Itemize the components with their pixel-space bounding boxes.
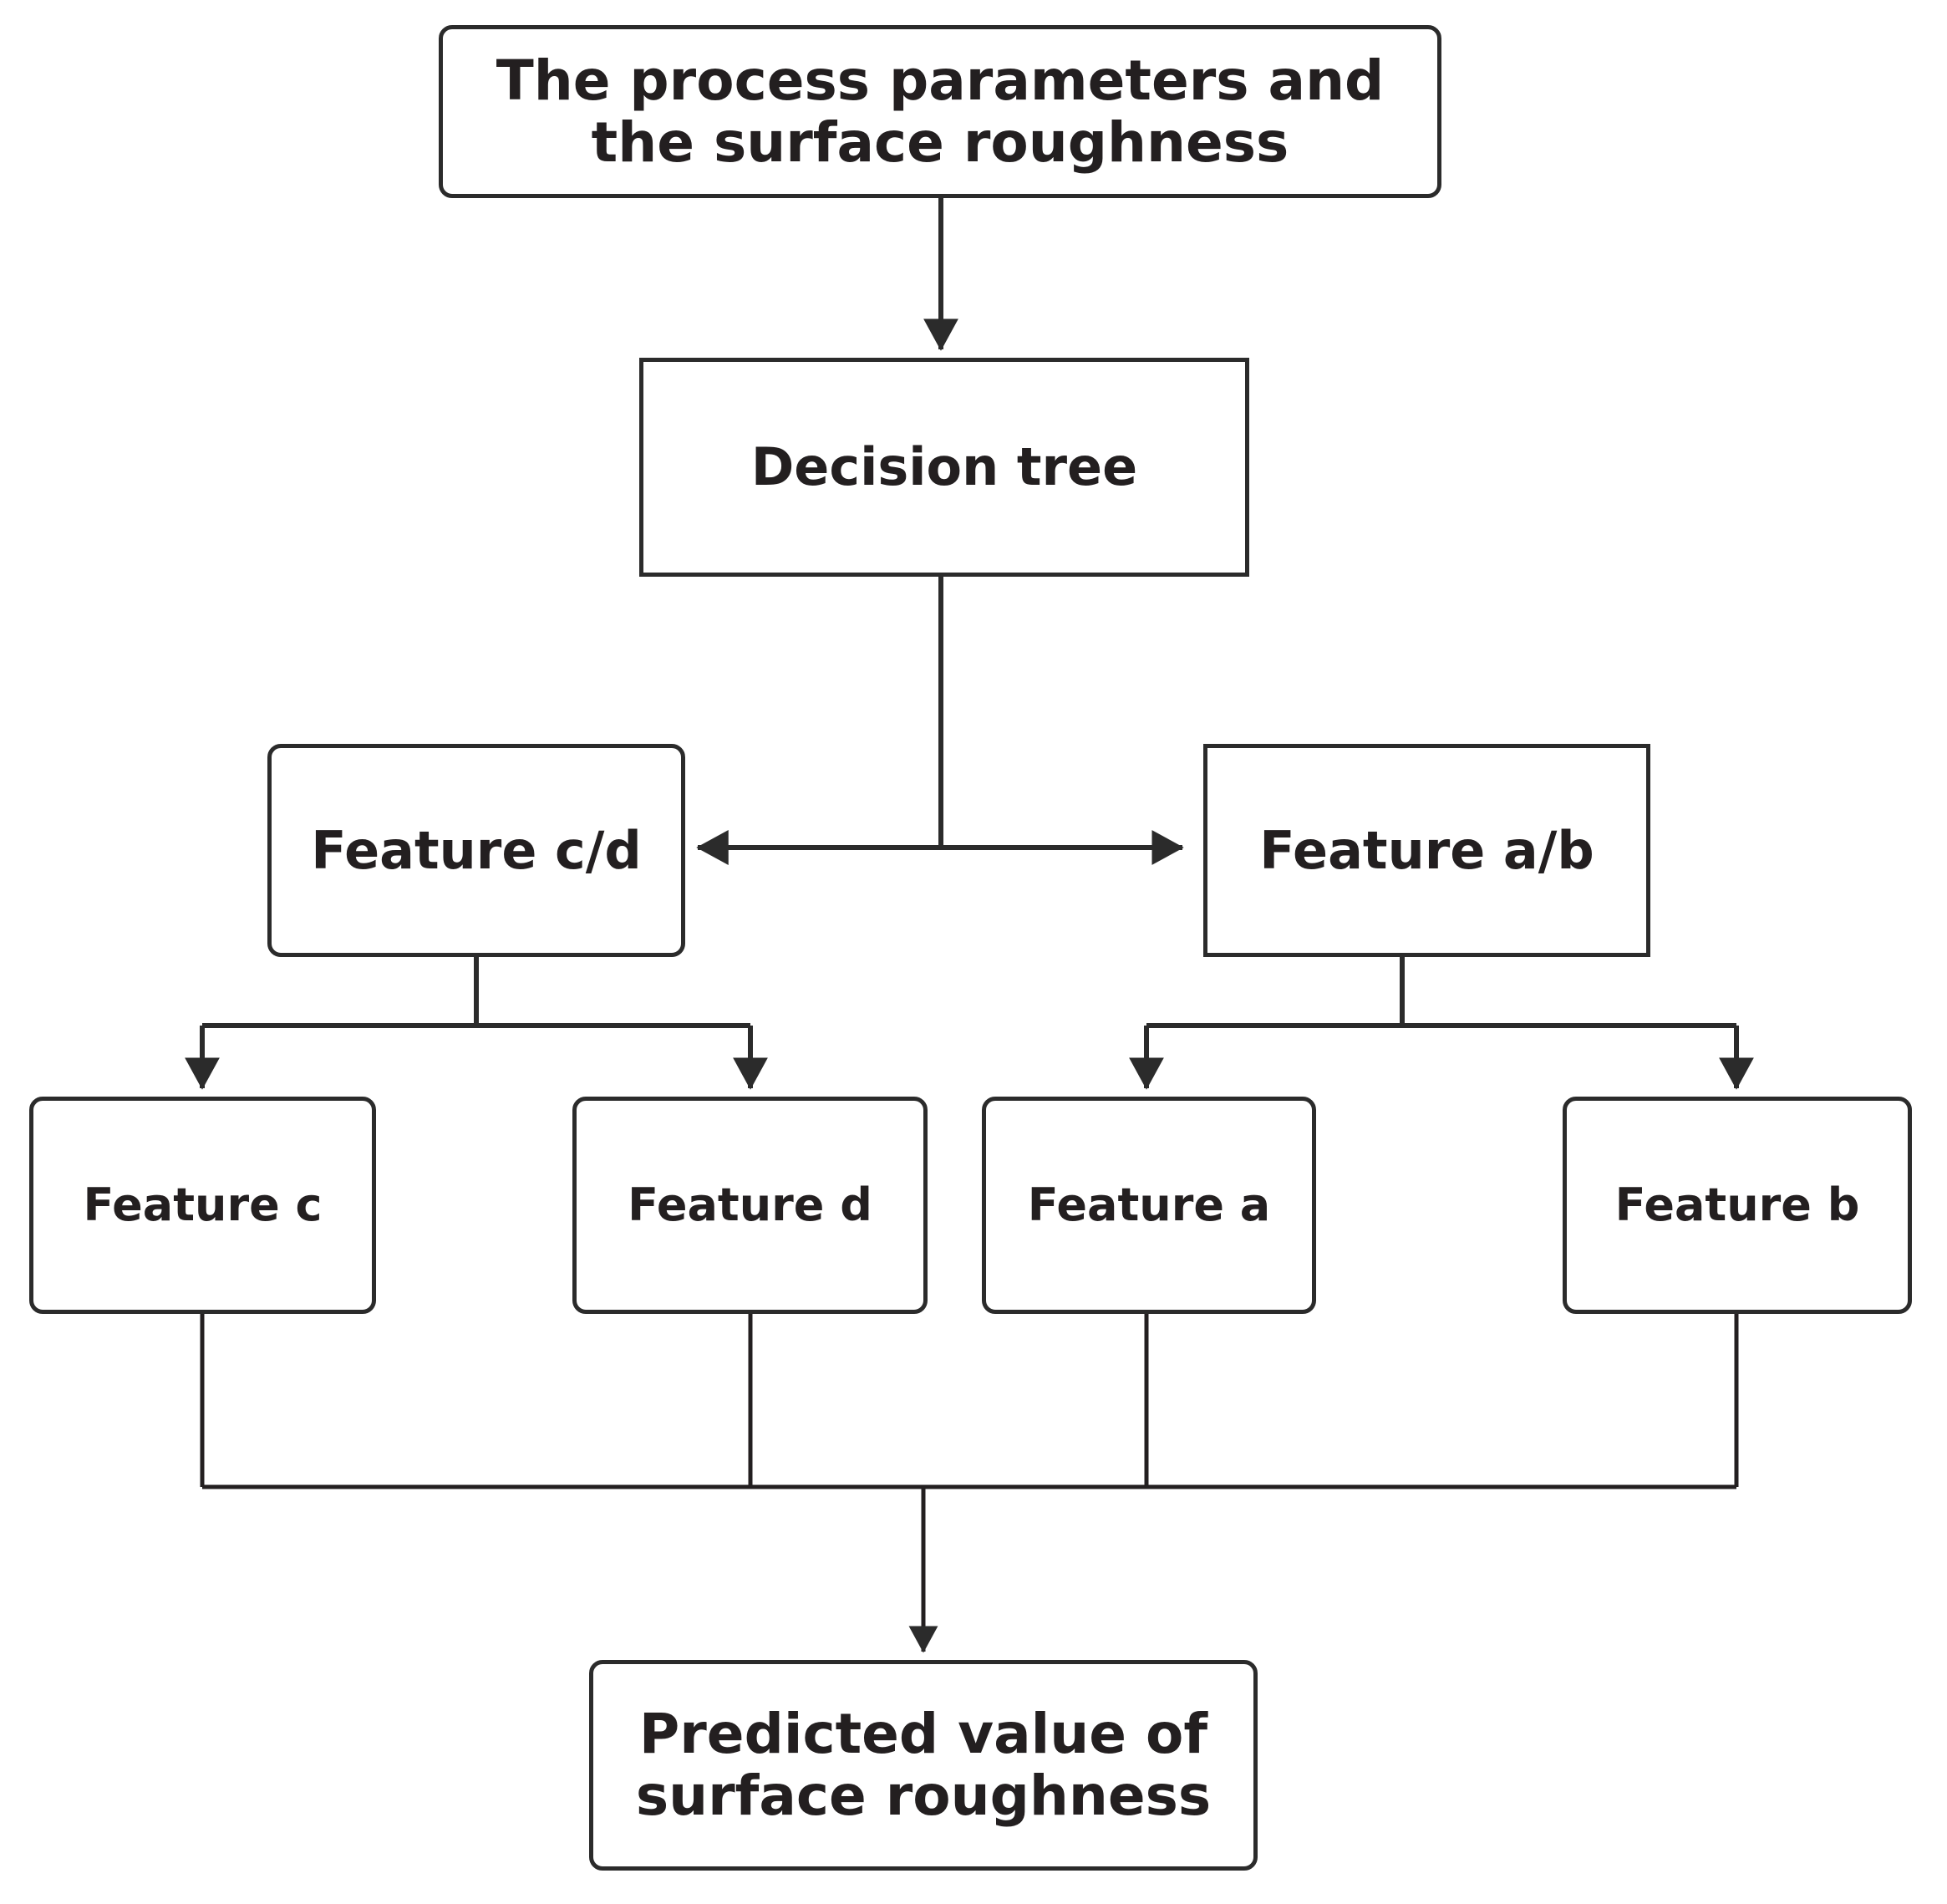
node-feature-cd-label: Feature c/d (311, 819, 642, 881)
node-feature-d-label: Feature d (628, 1178, 872, 1231)
node-feature-a-label: Feature a (1027, 1178, 1271, 1231)
node-feature-a[interactable]: Feature a (982, 1097, 1316, 1314)
node-feature-d[interactable]: Feature d (572, 1097, 928, 1314)
node-feature-c-label: Feature c (83, 1178, 323, 1231)
node-feature-b-label: Feature b (1614, 1178, 1860, 1231)
node-feature-ab[interactable]: Feature a/b (1203, 744, 1650, 957)
node-feature-cd[interactable]: Feature c/d (267, 744, 685, 957)
node-decision-tree[interactable]: Decision tree (639, 358, 1249, 577)
node-output-label: Predicted value of surface roughness (635, 1702, 1212, 1828)
node-feature-b[interactable]: Feature b (1563, 1097, 1912, 1314)
node-output[interactable]: Predicted value of surface roughness (589, 1660, 1258, 1871)
node-feature-ab-label: Feature a/b (1259, 819, 1594, 881)
edge-split-left-bus (202, 957, 750, 1028)
node-input[interactable]: The process parameters and the surface r… (439, 25, 1441, 198)
node-decision-tree-label: Decision tree (750, 436, 1138, 498)
node-input-label: The process parameters and the surface r… (496, 48, 1385, 175)
edge-split-right-bus (1146, 957, 1736, 1028)
node-feature-c[interactable]: Feature c (29, 1097, 376, 1314)
